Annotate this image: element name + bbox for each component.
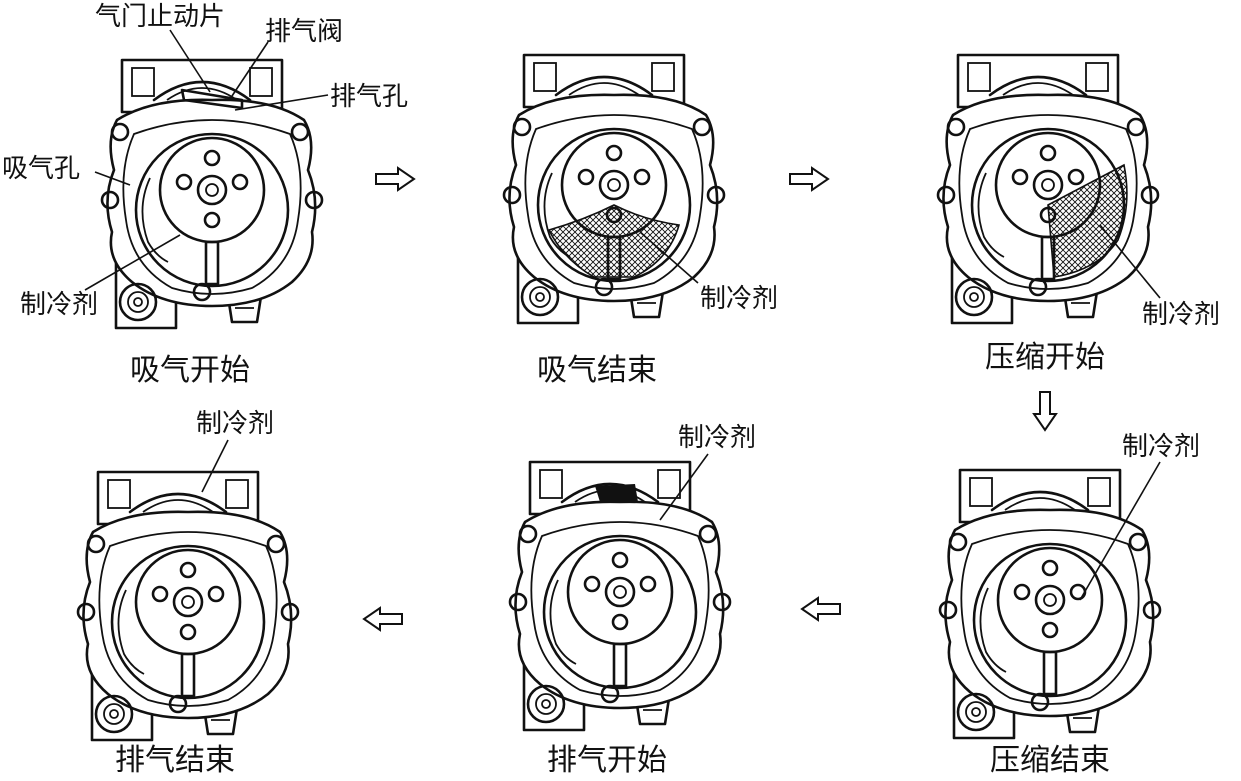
stage-compression-start <box>936 53 1160 325</box>
label-intake-port: 吸气孔 <box>2 154 80 184</box>
caption-intake-start: 吸气开始 <box>130 353 250 388</box>
arrow-right-2 <box>789 167 829 191</box>
label-refrigerant-1: 制冷剂 <box>20 290 98 320</box>
stage-exhaust-end <box>76 470 300 742</box>
caption-intake-end: 吸气结束 <box>537 353 657 388</box>
label-refrigerant-2: 制冷剂 <box>700 284 778 314</box>
caption-exhaust-end: 排气结束 <box>115 743 235 778</box>
caption-compression-end: 压缩结束 <box>990 743 1110 778</box>
arrow-left-2 <box>801 597 841 621</box>
label-refrigerant-5: 制冷剂 <box>678 423 756 453</box>
label-refrigerant-4: 制冷剂 <box>1122 432 1200 462</box>
stage-compression-end <box>938 468 1162 740</box>
arrow-left-1 <box>363 607 403 631</box>
arrow-right-1 <box>375 167 415 191</box>
stage-intake-start <box>100 58 324 330</box>
arrow-down <box>1033 391 1057 431</box>
stage-intake-end <box>502 53 726 325</box>
label-refrigerant-6: 制冷剂 <box>196 409 274 439</box>
caption-exhaust-start: 排气开始 <box>547 743 667 778</box>
caption-compression-start: 压缩开始 <box>985 340 1105 375</box>
label-exhaust-valve: 排气阀 <box>265 17 343 47</box>
label-valve-stopper: 气门止动片 <box>95 2 225 32</box>
label-exhaust-port: 排气孔 <box>330 82 408 112</box>
label-refrigerant-3: 制冷剂 <box>1142 300 1220 330</box>
stage-exhaust-start <box>508 460 732 732</box>
